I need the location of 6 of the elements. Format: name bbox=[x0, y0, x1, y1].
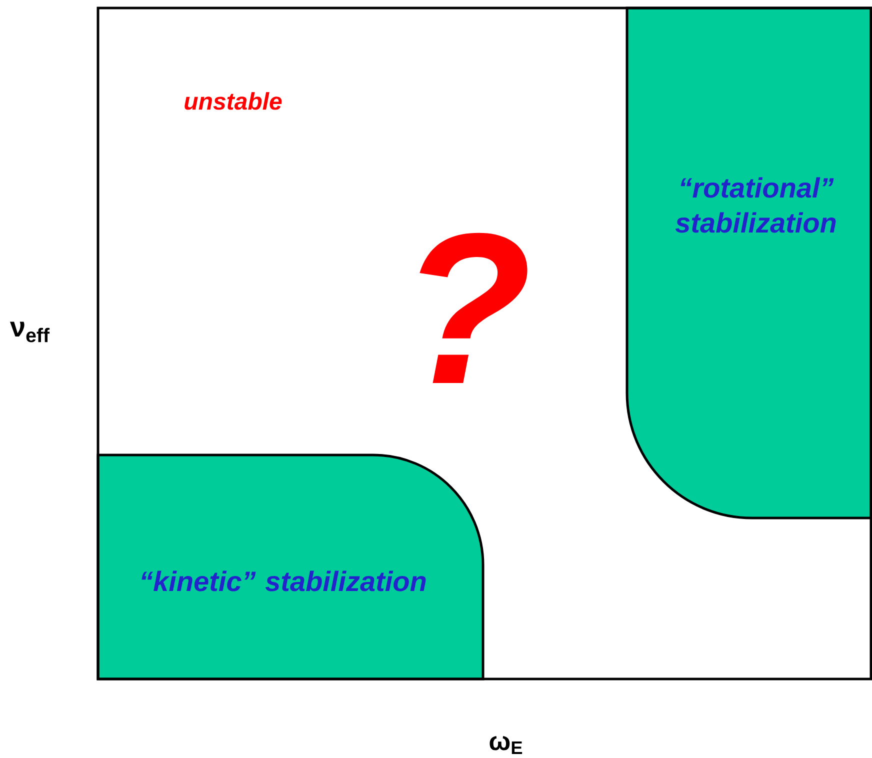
unstable-label: unstable bbox=[184, 92, 282, 110]
stability-region: “rotational” stabilization bbox=[626, 6, 872, 520]
axis-label: ν$_{eff}$ bbox=[10, 322, 50, 342]
axis-label: ω$_{E}$ bbox=[490, 736, 522, 754]
question-mark: ? bbox=[420, 232, 528, 384]
stability-region: “kinetic” stabilization bbox=[96, 454, 484, 680]
